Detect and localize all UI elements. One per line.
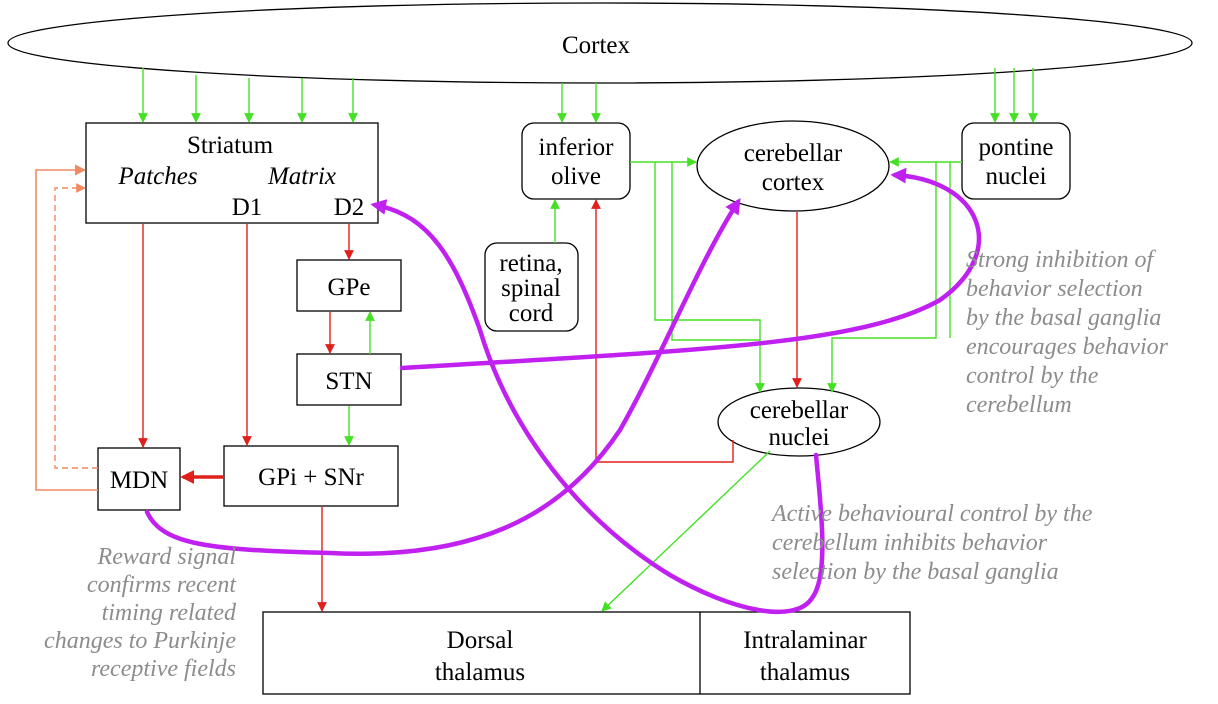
cerebellar-nuclei-label-line2: nuclei (768, 424, 829, 451)
svg-text:changes to Purkinje: changes to Purkinje (44, 628, 236, 654)
intralaminar-thalamus-label-line2: thalamus (760, 659, 850, 686)
dorsal-thalamus-label-line2: thalamus (435, 659, 525, 686)
pontine-nuclei-label-line1: pontine (979, 134, 1054, 161)
retina-label-line2: spinal (501, 275, 561, 302)
striatum-matrix-label: Matrix (267, 163, 336, 190)
cerebellar-cortex-label-line1: cerebellar (744, 140, 843, 167)
striatum-patches-label: Patches (117, 163, 197, 190)
inferior-olive-label-line1: inferior (539, 134, 615, 161)
striatum-node: Striatum Patches Matrix D1 D2 (85, 122, 379, 224)
svg-text:Strong inhibition of: Strong inhibition of (966, 247, 1156, 273)
svg-text:behavior selection: behavior selection (966, 276, 1143, 302)
svg-text:cerebellum inhibits behavior: cerebellum inhibits behavior (772, 530, 1048, 556)
mdn-label: MDN (110, 467, 168, 494)
svg-text:by the basal ganglia: by the basal ganglia (966, 305, 1161, 331)
gpi-snr-label: GPi + SNr (258, 464, 364, 491)
thalamus-node: Dorsal thalamus Intralaminar thalamus (262, 611, 911, 695)
gpe-label: GPe (327, 274, 370, 301)
pontine-nuclei-label-line2: nuclei (985, 163, 1046, 190)
svg-text:cerebellum: cerebellum (966, 392, 1072, 418)
interaction-curves (144, 167, 982, 615)
inferior-olive-label-line2: olive (551, 163, 601, 190)
retina-label-line1: retina, (499, 250, 562, 277)
pontine-nuclei-node: pontine nuclei (961, 122, 1071, 200)
striatum-title: Striatum (187, 132, 274, 159)
stn-label: STN (325, 368, 372, 395)
stn-node: STN (296, 353, 402, 406)
annotation-strong-inhibition: Strong inhibition of behavior selection … (966, 247, 1169, 418)
cortex-node: Cortex (7, 2, 1193, 84)
inferior-olive-node: inferior olive (521, 122, 631, 200)
gpi-snr-node: GPi + SNr (223, 445, 399, 507)
svg-text:encourages behavior: encourages behavior (966, 334, 1169, 360)
cerebellar-cortex-node: cerebellar cortex (696, 120, 890, 212)
cerebellar-nuclei-label-line1: cerebellar (750, 397, 849, 424)
cerebellar-cortex-label-line2: cortex (762, 169, 825, 196)
gpe-node: GPe (296, 259, 402, 312)
inhibitory-connections (138, 199, 802, 612)
svg-text:receptive fields: receptive fields (91, 656, 236, 682)
svg-text:Reward signal: Reward signal (97, 544, 237, 570)
annotation-reward-signal: Reward signal confirms recent timing rel… (44, 544, 237, 682)
retina-spinal-cord-node: retina, spinal cord (484, 242, 579, 332)
svg-text:Active behavioural control by: Active behavioural control by the (770, 501, 1093, 527)
svg-text:control by the: control by the (966, 363, 1099, 389)
striatum-d2-label: D2 (334, 194, 365, 221)
svg-text:confirms recent: confirms recent (87, 572, 237, 598)
retina-label-line3: cord (509, 300, 554, 327)
cortex-label: Cortex (562, 32, 631, 59)
svg-text:selection by the basal ganglia: selection by the basal ganglia (772, 559, 1059, 585)
intralaminar-thalamus-label-line1: Intralaminar (743, 627, 867, 654)
dorsal-thalamus-label-line1: Dorsal (447, 627, 514, 654)
feedback-connections (35, 164, 98, 491)
svg-text:timing related: timing related (102, 600, 237, 626)
cerebellar-nuclei-node: cerebellar nuclei (717, 387, 881, 457)
striatum-d1-label: D1 (232, 194, 263, 221)
annotation-active-control: Active behavioural control by the cerebe… (770, 501, 1093, 585)
mdn-node: MDN (97, 447, 181, 511)
